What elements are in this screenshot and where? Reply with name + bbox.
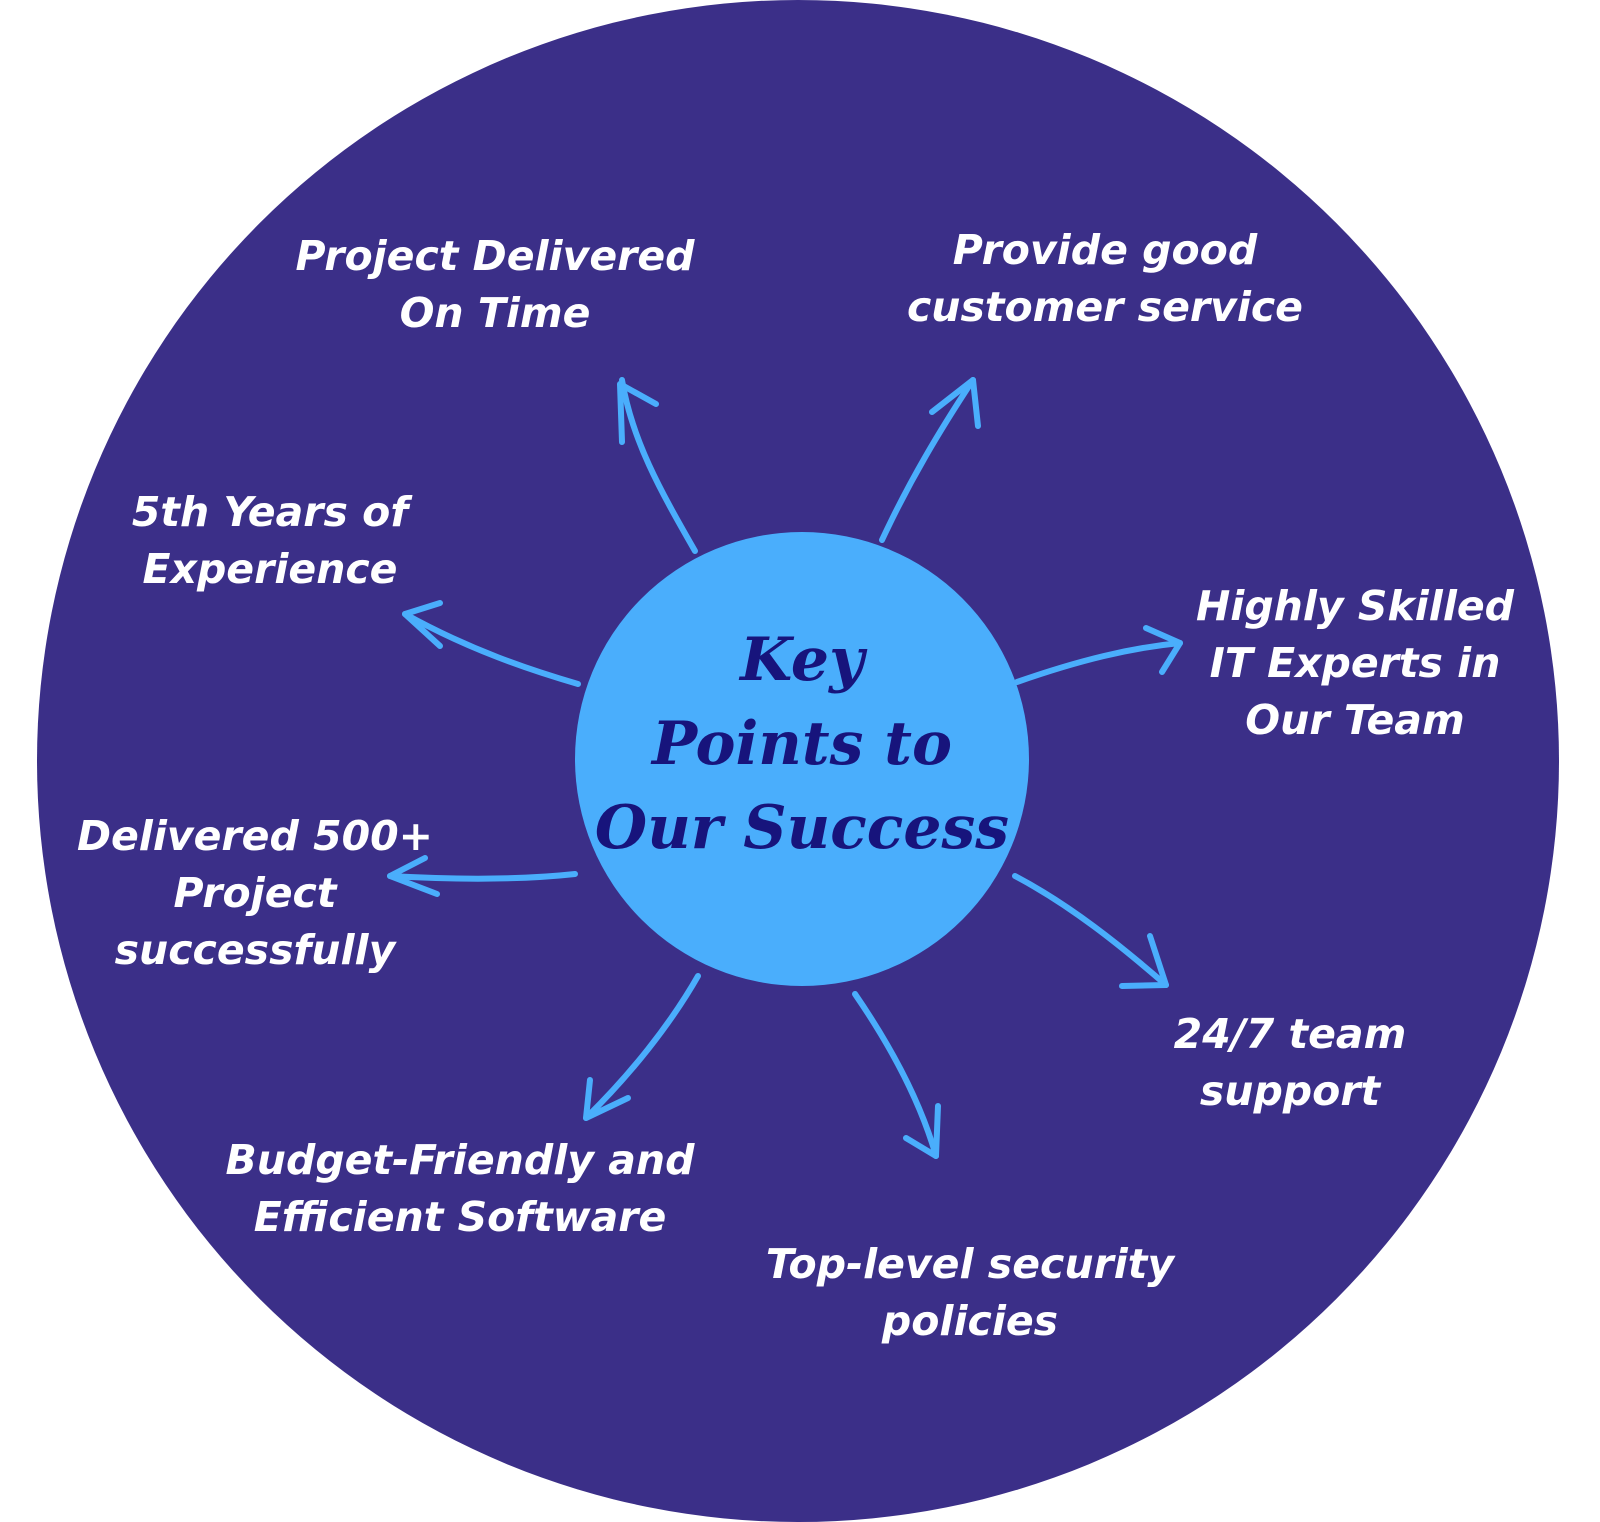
arrow-head-team-support [1119,933,1169,989]
point-line: Project [173,869,337,917]
hub-title: Key Points to Our Success [585,618,1019,870]
point-line: Experience [142,545,398,593]
arrow-project-delivered-on-time [619,377,698,554]
point-line: Project Delivered [295,232,695,280]
arrow-head-project-delivered-on-time [617,381,659,445]
point-line: Provide good [952,226,1258,274]
point-it-experts: Highly Skilled IT Experts in Our Team [1175,578,1535,749]
center-hub [575,532,1029,986]
point-delivered-projects: Delivered 500+ Project successfully [70,808,440,979]
arrow-team-support [1012,873,1169,988]
arrow-head-security-policies [903,1103,941,1159]
point-budget-friendly-software: Budget-Friendly and Efficient Software [210,1132,710,1246]
point-line: 5th Years of [131,488,409,536]
arrow-budget-friendly-software [583,973,701,1121]
point-line: Top-level security [765,1240,1175,1288]
point-line: support [1199,1067,1381,1115]
arrow-customer-service [879,377,976,543]
arrow-security-policies [852,991,939,1159]
arrow-head-it-experts [1143,625,1183,675]
hub-title-line: Key [740,625,864,695]
point-line: Budget-Friendly and [225,1136,695,1184]
point-team-support: 24/7 team support [1140,1006,1440,1120]
point-line: Highly Skilled [1195,582,1515,630]
arrow-head-years-of-experience [402,600,443,649]
point-line: customer service [906,283,1303,331]
hub-title-line: Points to [651,709,953,779]
point-security-policies: Top-level security policies [735,1236,1205,1350]
point-line: Delivered 500+ [76,812,434,860]
point-line: Our Team [1245,696,1465,744]
arrow-years-of-experience [402,611,581,687]
point-years-of-experience: 5th Years of Experience [110,484,430,598]
arrow-head-delivered-projects [387,855,440,897]
point-customer-service: Provide good customer service [880,222,1330,336]
point-line: successfully [114,926,396,974]
arrow-it-experts [1014,640,1183,685]
point-line: IT Experts in [1209,639,1501,687]
point-line: Efficient Software [253,1193,667,1241]
point-project-delivered-on-time: Project Delivered On Time [270,228,720,342]
hub-title-line: Our Success [594,793,1010,863]
arrow-delivered-projects [387,871,578,882]
point-line: On Time [399,289,591,337]
point-line: policies [881,1297,1059,1345]
point-line: 24/7 team [1173,1010,1407,1058]
arrow-head-budget-friendly-software [583,1077,631,1121]
arrow-head-customer-service [929,377,981,429]
